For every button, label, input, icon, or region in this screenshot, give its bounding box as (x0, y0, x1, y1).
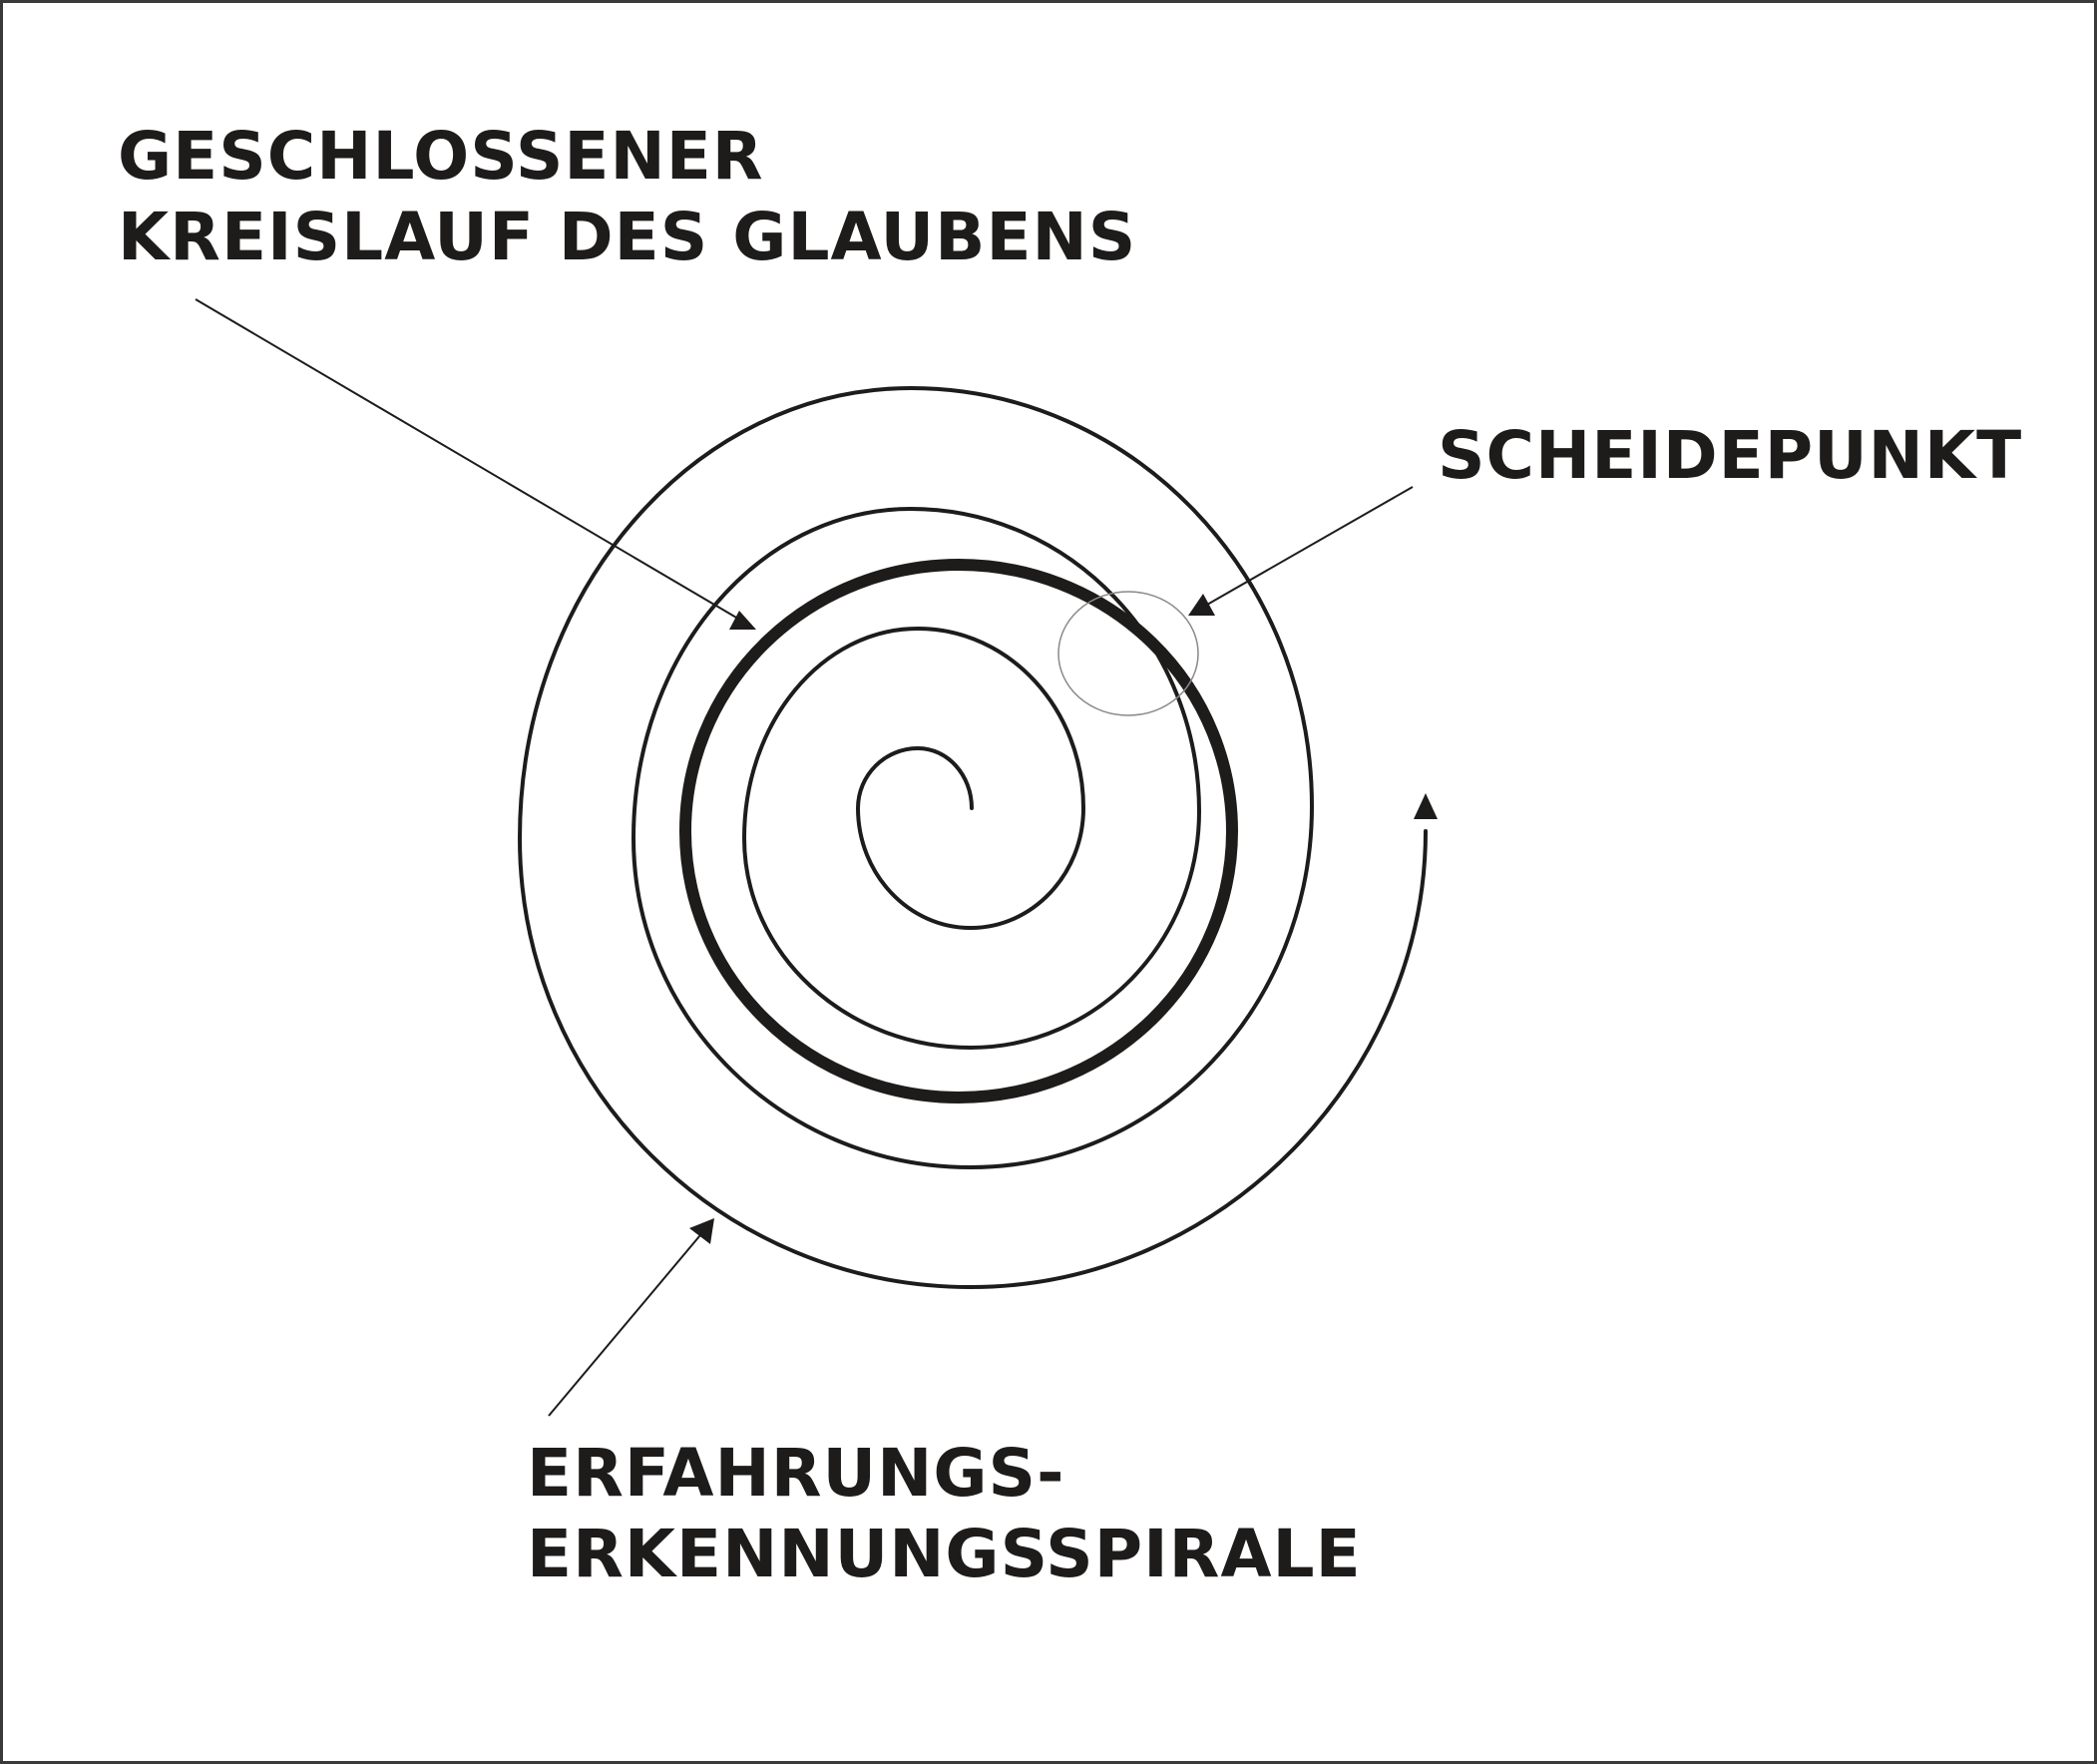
decision-point-circle (1057, 591, 1199, 716)
spiral-pointer-arrowhead-icon (689, 1218, 714, 1244)
experience-spiral-label: ERFAHRUNGS- ERKENNUNGSSPIRALE (527, 1433, 1362, 1594)
spiral-diagram (195, 298, 1438, 1417)
spiral-arrowhead-icon (1414, 793, 1438, 819)
decision-point-arrowhead-icon (1188, 594, 1215, 616)
closed-loop-pointer-arrow (195, 298, 744, 623)
decision-point-label-line1: SCHEIDEPUNKT (1438, 417, 2023, 494)
closed-loop-label: GESCHLOSSENER KREISLAUF DES GLAUBENS (118, 116, 1136, 277)
closed-loop-label-line2: KREISLAUF DES GLAUBENS (118, 199, 1137, 275)
experience-spiral-label-line1: ERFAHRUNGS- (527, 1435, 1065, 1512)
experience-spiral (517, 385, 1428, 1290)
decision-point-pointer-arrow (1199, 486, 1414, 610)
closed-loop-ellipse (679, 559, 1238, 1103)
spiral-pointer-arrow (548, 1228, 706, 1417)
decision-point-label: SCHEIDEPUNKT (1438, 415, 2022, 496)
closed-loop-arrowhead-icon (729, 611, 756, 630)
experience-spiral-label-line2: ERKENNUNGSSPIRALE (527, 1516, 1362, 1592)
closed-loop-label-line1: GESCHLOSSENER (118, 118, 764, 195)
